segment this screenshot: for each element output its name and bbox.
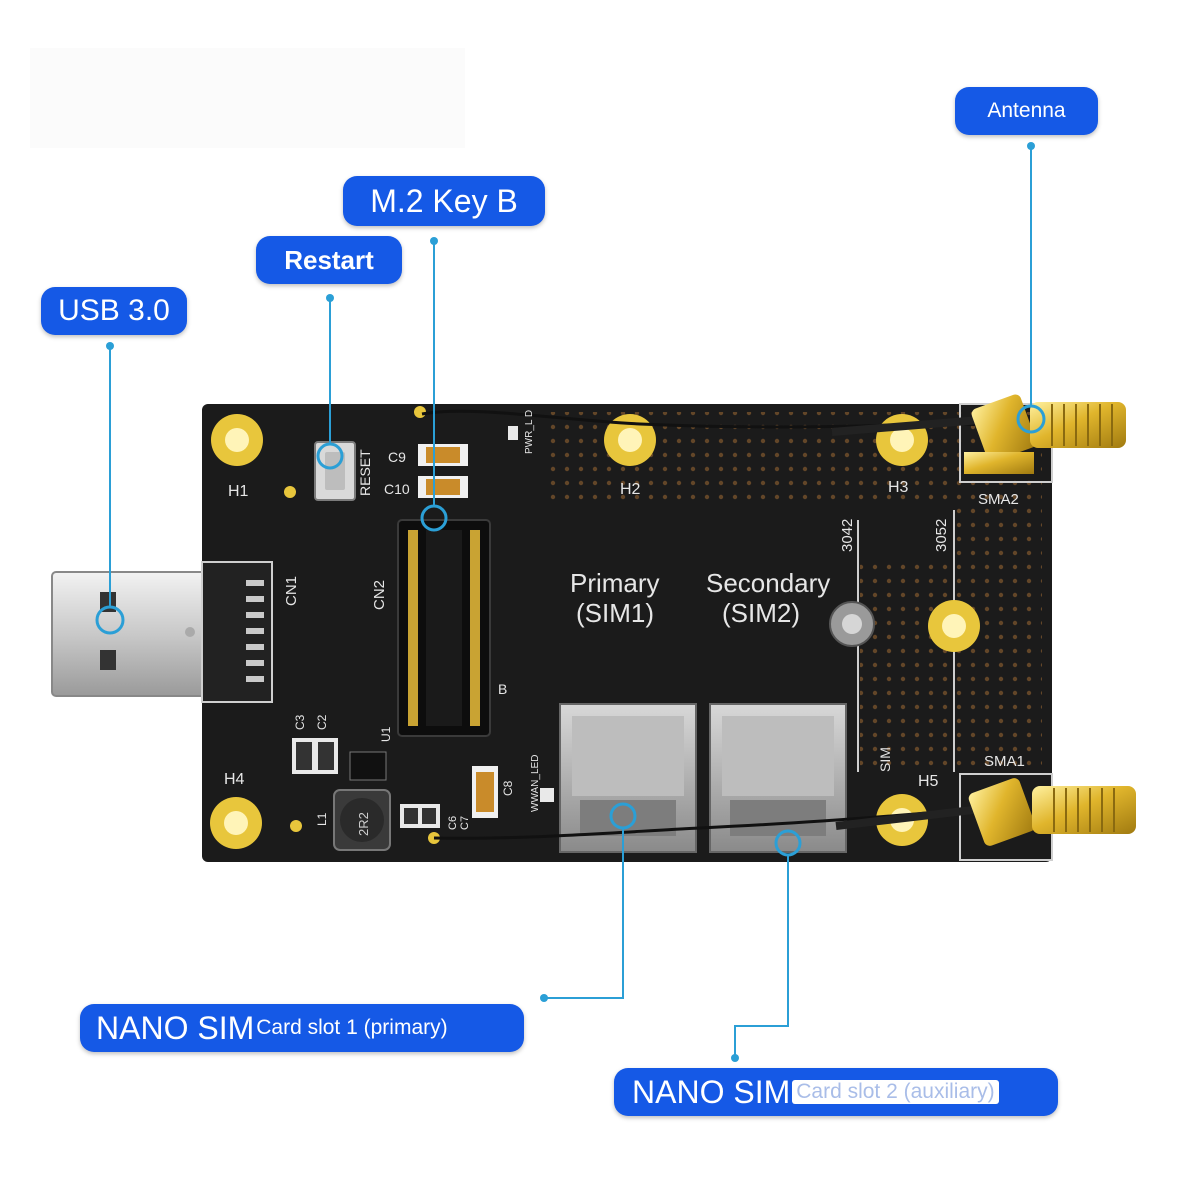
- silk-3042: 3042: [839, 519, 856, 552]
- leader-dots: [106, 142, 1035, 1062]
- sim1-main-label: NANO SIM: [96, 1009, 255, 1046]
- sim-slot-1: [559, 703, 697, 853]
- leader-lines: [109, 146, 1032, 1058]
- silk-c10: C10: [384, 481, 410, 497]
- standoff-screw: [829, 601, 875, 647]
- silk-c7: C7: [459, 816, 471, 830]
- silk-reset: RESET: [357, 449, 373, 496]
- silk-wwan-led: WWAN_LED: [530, 755, 541, 812]
- reset-button-component: [314, 441, 356, 501]
- silk-c8: C8: [501, 780, 515, 796]
- inductor-l1: [333, 789, 391, 851]
- smd-components: [292, 406, 554, 844]
- background-smudge: [30, 48, 465, 148]
- sim-slot-2: [709, 703, 847, 853]
- silk-cn1: CN1: [283, 576, 300, 606]
- silk-h4: H4: [224, 771, 245, 788]
- sim1-sub-label: Card slot 1 (primary): [256, 1016, 448, 1039]
- silk-primary-line2: (SIM1): [576, 598, 654, 628]
- usb-label: USB 3.0: [58, 294, 170, 327]
- antenna-callout: Antenna: [955, 87, 1098, 135]
- sim1-callout: NANO SIM Card slot 1 (primary): [80, 1004, 524, 1052]
- sim2-callout: NANO SIM Card slot 2 (auxiliary): [614, 1068, 1058, 1116]
- silk-sma1: SMA1: [984, 753, 1025, 770]
- silk-c3: C3: [293, 714, 307, 730]
- usb-callout: USB 3.0: [41, 287, 187, 335]
- antenna-label: Antenna: [987, 99, 1066, 122]
- antenna-cables: [421, 409, 991, 840]
- silk-u1: U1: [379, 726, 393, 742]
- silk-c6: C6: [447, 816, 459, 830]
- silk-c2: C2: [315, 714, 329, 730]
- m2-key-b-callout: M.2 Key B: [343, 176, 545, 226]
- silk-l1: L1: [315, 812, 329, 826]
- sim2-marker: [774, 829, 802, 857]
- silk-secondary-line1: Secondary: [706, 568, 830, 598]
- m2-connector: [397, 519, 491, 737]
- silk-h3: H3: [888, 479, 909, 496]
- silk-h1: H1: [228, 483, 249, 500]
- silk-c9: C9: [388, 449, 406, 465]
- silk-sma2: SMA2: [978, 491, 1019, 508]
- silk-sim-mark: SIM: [877, 747, 893, 772]
- sma-connector-1: [968, 778, 1136, 846]
- antenna-marker: [1016, 404, 1046, 434]
- silk-2r2: 2R2: [356, 812, 371, 836]
- restart-callout: Restart: [256, 236, 402, 284]
- silk-h5: H5: [918, 773, 939, 790]
- m2-marker: [420, 504, 448, 532]
- sim2-sub-label: Card slot 2 (auxiliary): [792, 1080, 999, 1104]
- silk-secondary-line2: (SIM2): [722, 598, 800, 628]
- restart-label: Restart: [284, 244, 374, 275]
- silk-cn2: CN2: [371, 580, 388, 610]
- silk-pwr-led: PWR_L D: [524, 410, 535, 454]
- silk-primary-line1: Primary: [570, 568, 660, 598]
- m2-key-b-label: M.2 Key B: [370, 182, 518, 219]
- usb-marker: [95, 605, 125, 635]
- restart-marker: [316, 442, 344, 470]
- sim1-marker: [609, 802, 637, 830]
- silk-b-mark: B: [498, 681, 507, 697]
- silk-h2: H2: [620, 481, 641, 498]
- sim2-main-label: NANO SIM: [632, 1073, 791, 1110]
- leader-markers: [95, 404, 1046, 857]
- silk-3052: 3052: [933, 519, 950, 552]
